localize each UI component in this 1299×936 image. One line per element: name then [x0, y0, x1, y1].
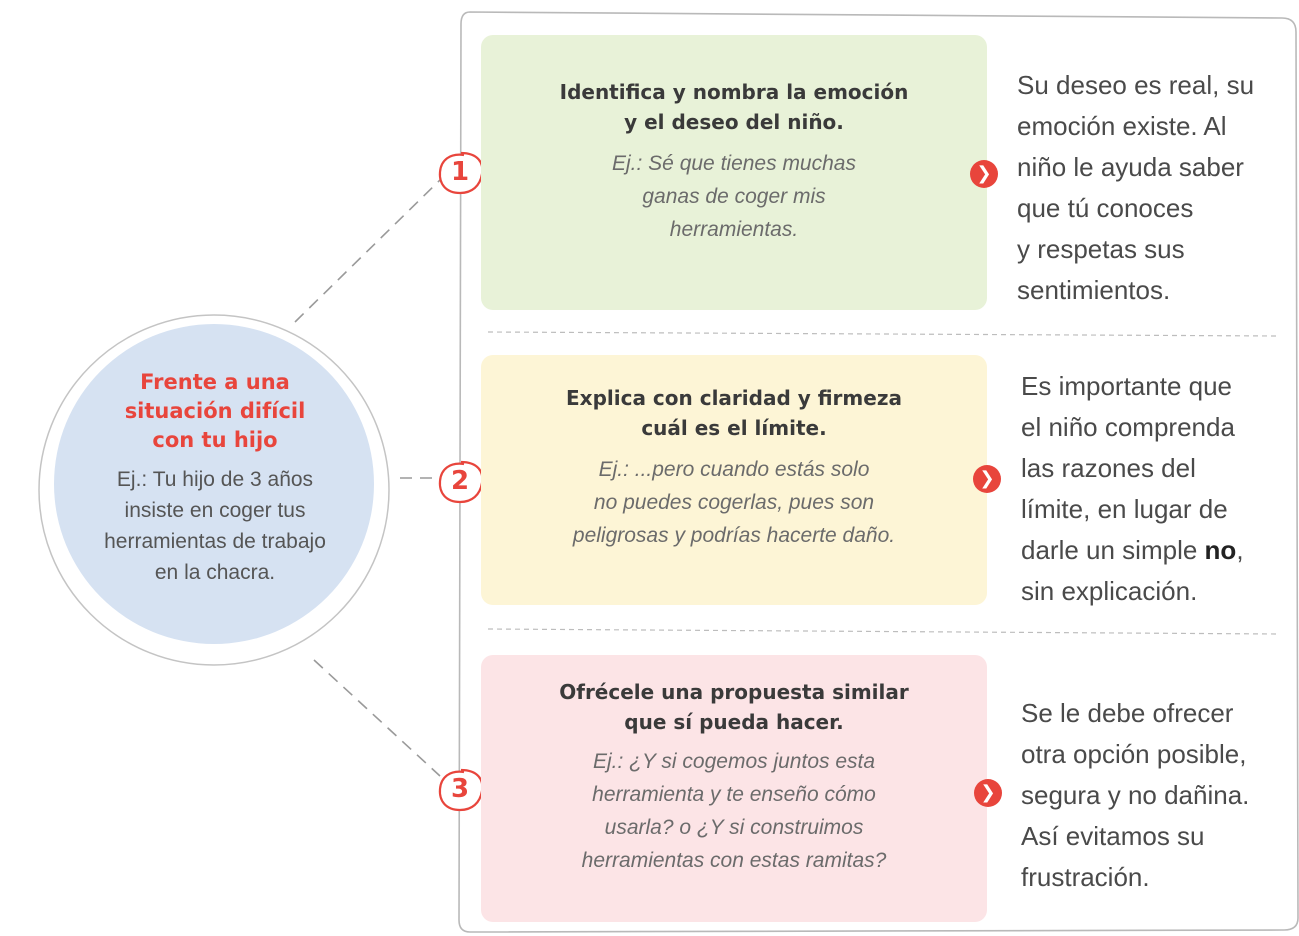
separator-2 — [487, 628, 1279, 635]
explanation-line: segura y no dañina. — [1021, 780, 1250, 810]
step-2-explanation: Es importante que el niño comprenda las … — [1021, 366, 1296, 612]
step-number-3: 3 — [450, 774, 470, 804]
explanation-line: darle un simple no, — [1021, 530, 1296, 571]
situation-title-line: situación difícil — [124, 399, 306, 423]
step-2-title-line: cuál es el límite. — [641, 416, 827, 440]
step-1-title-line: y el deseo del niño. — [624, 110, 844, 134]
step-3-title-line: que sí pueda hacer. — [624, 710, 844, 734]
explanation-line: Es importante que — [1021, 371, 1233, 401]
explanation-line: Así evitamos su — [1021, 821, 1205, 851]
step-3-title: Ofrécele una propuesta similar que sí pu… — [513, 677, 955, 737]
explanation-text: darle un simple — [1021, 535, 1205, 565]
step-card-3: Ofrécele una propuesta similar que sí pu… — [481, 655, 987, 922]
step-2-example-line: peligrosas y podrías hacerte daño. — [572, 524, 896, 547]
step-3-example-line: usarla? o ¿Y si construimos — [604, 816, 864, 839]
explanation-text: , — [1236, 535, 1244, 565]
step-1-example-line: ganas de coger mis — [642, 185, 826, 208]
separator-1 — [487, 331, 1279, 337]
explanation-line: sin explicación. — [1021, 576, 1198, 606]
explanation-line: que tú conoces — [1017, 193, 1194, 223]
explanation-line: límite, en lugar de — [1021, 494, 1228, 524]
step-1-title: Identifica y nombra la emoción y el dese… — [513, 77, 955, 137]
step-2-title: Explica con claridad y firmeza cuál es e… — [513, 383, 955, 443]
explanation-line: y respetas sus — [1017, 234, 1185, 264]
step-1-example-line: Ej.: Sé que tienes muchas — [612, 152, 856, 175]
situation-example-line: Ej.: Tu hijo de 3 años — [116, 468, 314, 491]
step-1-example: Ej.: Sé que tienes muchas ganas de coger… — [513, 147, 955, 246]
step-1-title-line: Identifica y nombra la emoción — [559, 80, 909, 104]
step-3-explanation: Se le debe ofrecer otra opción posible, … — [1021, 693, 1296, 898]
explanation-line: emoción existe. Al — [1017, 111, 1227, 141]
step-1-explanation: Su deseo es real, su emoción existe. Al … — [1017, 65, 1292, 311]
explanation-line: Su deseo es real, su — [1017, 70, 1255, 100]
situation-title-line: con tu hijo — [152, 428, 278, 452]
step-card-1: Identifica y nombra la emoción y el dese… — [481, 35, 987, 310]
explanation-line: frustración. — [1021, 862, 1150, 892]
step-2-example: Ej.: ...pero cuando estás solo no puedes… — [513, 453, 955, 552]
chevron-right-icon: ❯ — [974, 779, 1002, 807]
step-3-example: Ej.: ¿Y si cogemos juntos esta herramien… — [513, 745, 955, 877]
situation-title: Frente a una situación difícil con tu hi… — [72, 368, 358, 455]
explanation-emphasis: no — [1204, 535, 1237, 565]
step-number-1: 1 — [450, 157, 470, 187]
step-3-example-line: herramienta y te enseño cómo — [592, 783, 876, 806]
situation-example-line: herramientas de trabajo — [104, 530, 326, 553]
chevron-right-icon: ❯ — [970, 160, 998, 188]
step-2-title-line: Explica con claridad y firmeza — [566, 386, 902, 410]
step-1-example-line: herramientas. — [669, 218, 799, 241]
situation-example: Ej.: Tu hijo de 3 años insiste en coger … — [72, 464, 358, 588]
explanation-line: otra opción posible, — [1021, 739, 1247, 769]
explanation-line: niño le ayuda saber — [1017, 152, 1244, 182]
step-card-2: Explica con claridad y firmeza cuál es e… — [481, 355, 987, 605]
step-3-example-line: Ej.: ¿Y si cogemos juntos esta — [592, 750, 876, 773]
connector-1 — [294, 179, 441, 323]
step-2-example-line: Ej.: ...pero cuando estás solo — [598, 458, 870, 481]
situation-example-line: en la chacra. — [154, 561, 276, 584]
explanation-line: sentimientos. — [1017, 275, 1171, 305]
step-number-2: 2 — [450, 466, 470, 496]
explanation-line: el niño comprenda — [1021, 412, 1235, 442]
step-2-example-line: no puedes cogerlas, pues son — [593, 491, 875, 514]
explanation-line: Se le debe ofrecer — [1021, 698, 1234, 728]
connector-3 — [313, 659, 441, 777]
chevron-right-icon: ❯ — [973, 465, 1001, 493]
situation-text: Frente a una situación difícil con tu hi… — [72, 368, 358, 588]
situation-example-line: insiste en coger tus — [124, 499, 306, 522]
step-3-example-line: herramientas con estas ramitas? — [581, 849, 887, 872]
explanation-line: las razones del — [1021, 453, 1196, 483]
step-3-title-line: Ofrécele una propuesta similar — [559, 680, 909, 704]
situation-title-line: Frente a una — [140, 370, 290, 394]
